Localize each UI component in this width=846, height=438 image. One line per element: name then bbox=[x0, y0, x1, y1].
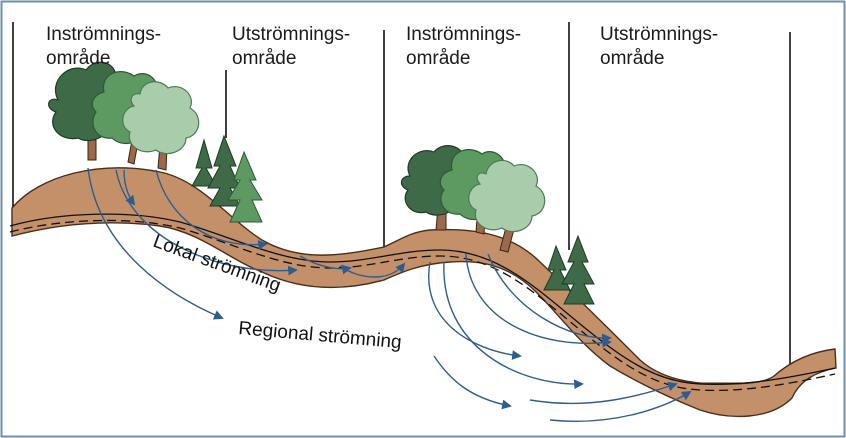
zone-1-line1: Inströmnings- bbox=[46, 24, 161, 45]
tree-group-middle bbox=[400, 145, 546, 253]
soil-layer bbox=[11, 167, 837, 418]
zone-4-line1: Utströmnings- bbox=[600, 24, 718, 45]
pine-group-right bbox=[543, 234, 595, 305]
pine-group-left bbox=[191, 134, 263, 223]
zone-label-4: Utströmnings- område bbox=[600, 24, 718, 69]
zone-3-line1: Inströmnings- bbox=[406, 24, 521, 45]
zone-2-line1: Utströmnings- bbox=[232, 24, 350, 45]
pine-icon bbox=[191, 138, 217, 187]
pine-icon bbox=[207, 134, 241, 207]
zone-dividers bbox=[12, 22, 791, 366]
arrow-local bbox=[155, 169, 268, 250]
pine-icon bbox=[543, 244, 571, 291]
water-table-solid bbox=[9, 213, 836, 385]
arrow-regional bbox=[549, 390, 692, 422]
tree-light-icon bbox=[468, 159, 546, 233]
zone-label-3: Inströmnings- område bbox=[406, 24, 521, 69]
flow-arrows bbox=[87, 167, 692, 422]
zone-3-line2: område bbox=[406, 48, 470, 69]
zone-4-line2: område bbox=[600, 48, 664, 69]
arrow-local bbox=[299, 255, 352, 275]
zone-1-line2: område bbox=[46, 48, 110, 69]
arrow-regional bbox=[529, 381, 678, 405]
zone-label-1: Inströmnings- område bbox=[46, 24, 161, 69]
arrow-local bbox=[465, 253, 612, 348]
pine-icon bbox=[561, 234, 595, 305]
arrow-local bbox=[428, 261, 522, 360]
arrow-regional bbox=[87, 167, 224, 320]
tree-light-icon bbox=[122, 81, 200, 155]
arrow-local bbox=[115, 169, 298, 276]
zone-label-2: Utströmnings- område bbox=[232, 24, 350, 69]
tree-group-left bbox=[48, 61, 200, 171]
arrow-local bbox=[487, 253, 612, 344]
water-table-dashed bbox=[9, 219, 836, 391]
zone-2-line2: område bbox=[232, 48, 296, 69]
arrow-local bbox=[443, 261, 584, 390]
pine-icon bbox=[227, 150, 263, 223]
arrow-local bbox=[123, 169, 136, 206]
arrow-regional bbox=[433, 355, 512, 410]
